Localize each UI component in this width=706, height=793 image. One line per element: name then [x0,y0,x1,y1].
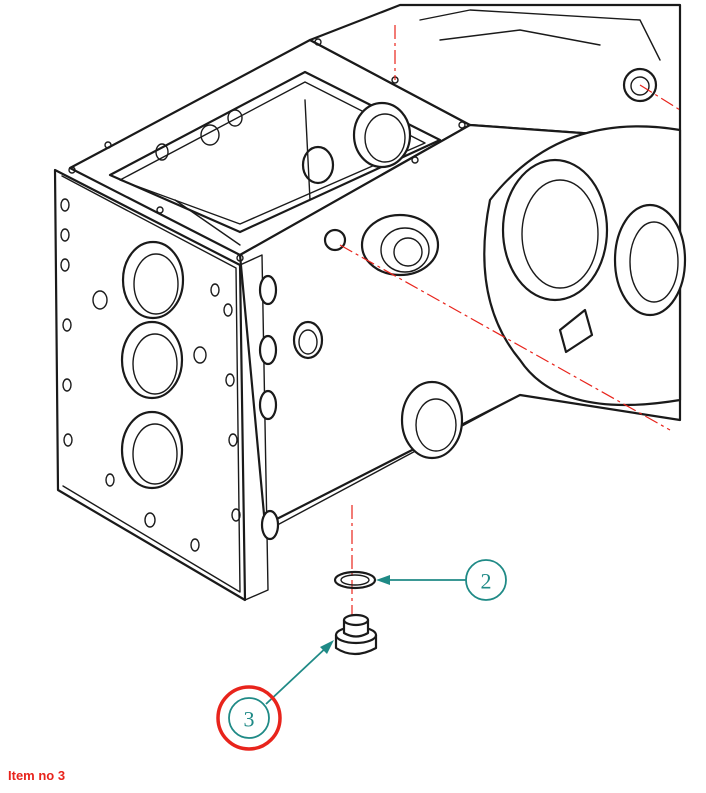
plate-small-holes [60,198,241,552]
callout-arrow-3 [320,640,334,654]
callout-arrow-2 [376,575,390,585]
center-axes [339,25,681,625]
callout-leader-3 [265,643,331,705]
callout-2: 2 [465,559,507,601]
bearing-flange [360,213,464,460]
side-bosses [258,228,347,541]
main-flange [483,67,687,406]
drain-plug [334,613,378,656]
callout-number-3: 3 [244,707,255,732]
exploded-parts-diagram: 2 3 [53,3,687,751]
callout-number-2: 2 [481,569,492,594]
plate-bores [120,240,185,490]
seal-ring [333,570,377,590]
item-caption: Item no 3 [8,768,66,783]
gearbox-housing [53,3,687,602]
callout-3: 3 [216,685,282,751]
housing-interior [155,99,412,246]
highlight-ring [216,685,282,751]
